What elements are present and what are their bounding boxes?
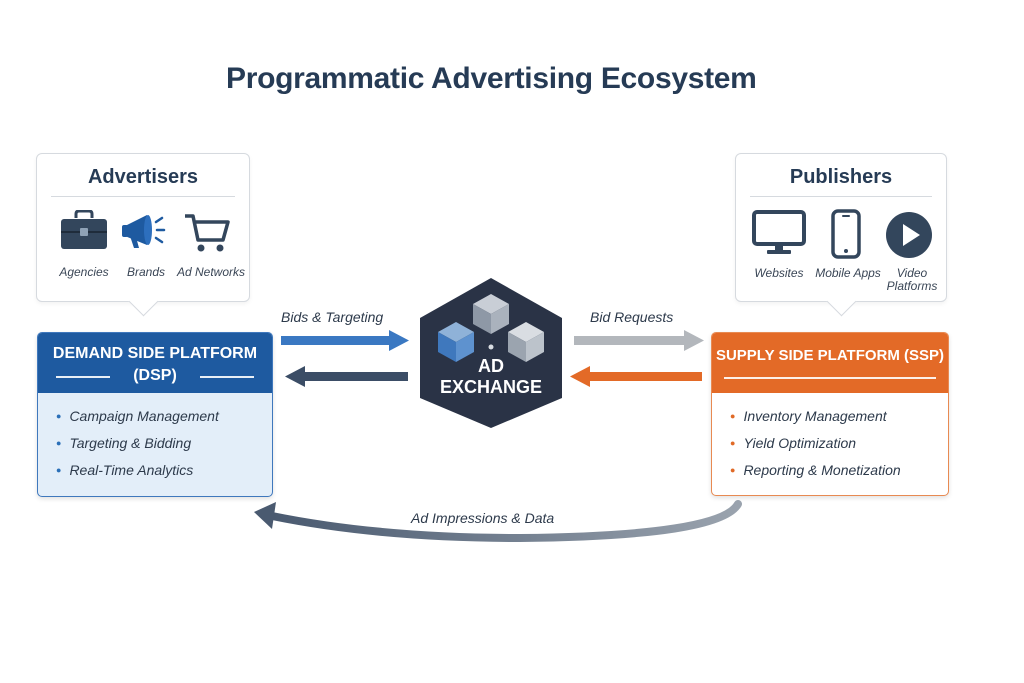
ssp-item-yield: Yield Optimization [730, 434, 901, 461]
advertisers-callout: Advertisers Agencies Brands Ad Networks [36, 153, 250, 317]
video-label: Video [896, 266, 928, 280]
page-title: Programmatic Advertising Ecosystem [226, 62, 757, 95]
dsp-title: DEMAND SIDE PLATFORM [52, 345, 258, 362]
play-icon [886, 212, 932, 258]
cube-right [508, 322, 544, 362]
bids-arrow [281, 330, 409, 351]
publishers-callout: Publishers Websites Mobile Apps Video Pl… [735, 153, 947, 317]
briefcase-icon [61, 210, 107, 249]
mobile-apps-label: Mobile Apps [815, 266, 881, 280]
ssp-item-inventory: Inventory Management [730, 407, 901, 434]
dsp-box: DEMAND SIDE PLATFORM (DSP) Campaign Mana… [37, 332, 273, 497]
return-to-dsp-arrow [285, 366, 408, 387]
ssp-box: SUPPLY SIDE PLATFORM (SSP) Inventory Man… [711, 332, 949, 496]
cube-left [438, 322, 474, 362]
websites-label: Websites [754, 266, 804, 280]
platforms-label: Platforms [886, 279, 938, 293]
ad-networks-label: Ad Networks [176, 265, 246, 279]
cart-icon [185, 214, 230, 252]
megaphone-icon [122, 215, 166, 248]
dsp-subtitle: (DSP) [133, 367, 177, 384]
brands-label: Brands [126, 265, 166, 279]
impressions-data-label: Ad Impressions & Data [411, 510, 555, 526]
return-to-exchange-arrow [570, 366, 702, 387]
advertisers-title: Advertisers [87, 166, 199, 188]
monitor-icon [752, 210, 806, 254]
ssp-title: SUPPLY SIDE PLATFORM (SSP) [715, 347, 945, 364]
dsp-item-analytics: Real-Time Analytics [56, 461, 219, 488]
exchange-line2: EXCHANGE [439, 377, 542, 397]
impressions-data-arrow [254, 500, 742, 543]
phone-icon [831, 209, 861, 259]
bid-requests-arrow [574, 330, 704, 351]
dsp-item-campaign: Campaign Management [56, 407, 218, 434]
cube-top [473, 294, 509, 334]
bid-requests-label: Bid Requests [590, 309, 674, 325]
agencies-label: Agencies [59, 265, 109, 279]
ad-exchange-hexagon [420, 278, 562, 428]
exchange-line1: AD [478, 356, 504, 376]
dsp-item-targeting: Targeting & Bidding [56, 434, 219, 461]
publishers-title: Publishers [789, 166, 893, 188]
bids-targeting-label: Bids & Targeting [281, 309, 384, 325]
ssp-item-reporting: Reporting & Monetization [730, 461, 900, 488]
